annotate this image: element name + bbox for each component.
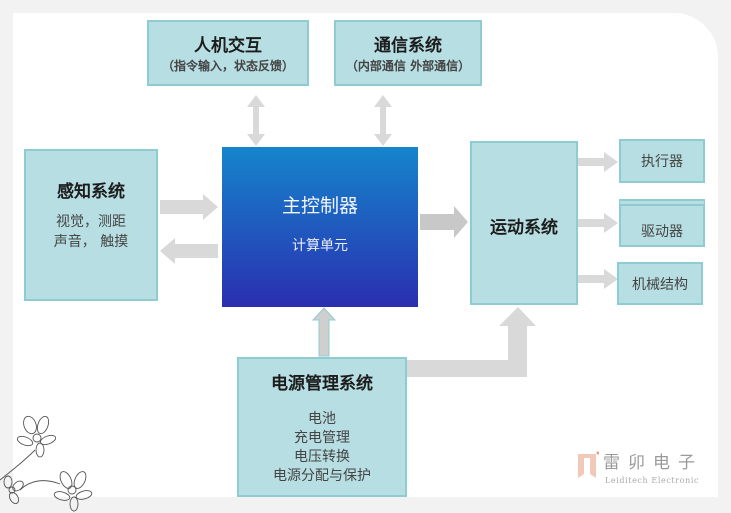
output-driver: 驱动器	[619, 199, 705, 247]
arrow-motion-to-actuator	[578, 152, 618, 172]
perception-line-2: 声音， 触摸	[53, 234, 129, 250]
power-line-4: 电源分配与保护	[273, 468, 371, 484]
arrow-controller-to-perception	[160, 238, 218, 264]
motion-title: 运动系统	[490, 218, 558, 238]
arrow-motion-to-mechanics	[578, 269, 618, 289]
comm-title: 通信系统	[374, 36, 442, 56]
arrow-perception-to-controller	[160, 194, 218, 220]
arrow-hmi-controller	[247, 95, 265, 146]
power-line-1: 电池	[308, 411, 336, 427]
controller-subtitle: 计算单元	[292, 238, 348, 254]
hmi-title: 人机交互	[194, 36, 262, 56]
output-mechanics-label: 机械结构	[632, 277, 688, 293]
power-line-2: 充电管理	[294, 430, 350, 446]
perception-title: 感知系统	[57, 182, 125, 202]
hmi-subtitle: （指令输入，状态反馈）	[161, 59, 294, 73]
arrow-power-to-motion	[406, 307, 536, 377]
output-actuator-label: 执行器	[641, 154, 683, 170]
comm-subtitle: （内部通信 外部通信）	[345, 59, 471, 73]
perception-box: 感知系统 视觉，测距 声音， 触摸	[24, 149, 158, 301]
arrow-comm-controller	[374, 95, 392, 146]
leiditech-logo-icon	[578, 451, 599, 478]
watermark-cn: 雷卯电子	[603, 453, 703, 473]
motion-box: 运动系统	[470, 141, 578, 305]
arrow-power-to-controller	[311, 307, 337, 357]
output-driver-label: 驱动器	[641, 224, 683, 240]
comm-box: 通信系统 （内部通信 外部通信）	[334, 20, 482, 86]
controller-title: 主控制器	[281, 195, 358, 217]
flower-decoration-icon	[0, 415, 93, 512]
arrow-motion-to-driver	[578, 213, 618, 233]
perception-line-1: 视觉，测距	[56, 214, 126, 230]
output-actuator: 执行器	[619, 139, 705, 183]
watermark-en: Leiditech Electronic	[605, 476, 700, 485]
arrow-controller-to-motion	[420, 206, 468, 238]
output-mechanics: 机械结构	[617, 262, 703, 305]
power-line-3: 电压转换	[294, 449, 350, 465]
power-title: 电源管理系统	[271, 374, 373, 394]
main-controller-box: 主控制器 计算单元	[222, 147, 418, 307]
power-box: 电源管理系统 电池 充电管理 电压转换 电源分配与保护	[237, 357, 407, 497]
watermark-logo: 雷卯电子 Leiditech Electronic	[575, 446, 715, 492]
hmi-box: 人机交互 （指令输入，状态反馈）	[147, 20, 309, 86]
